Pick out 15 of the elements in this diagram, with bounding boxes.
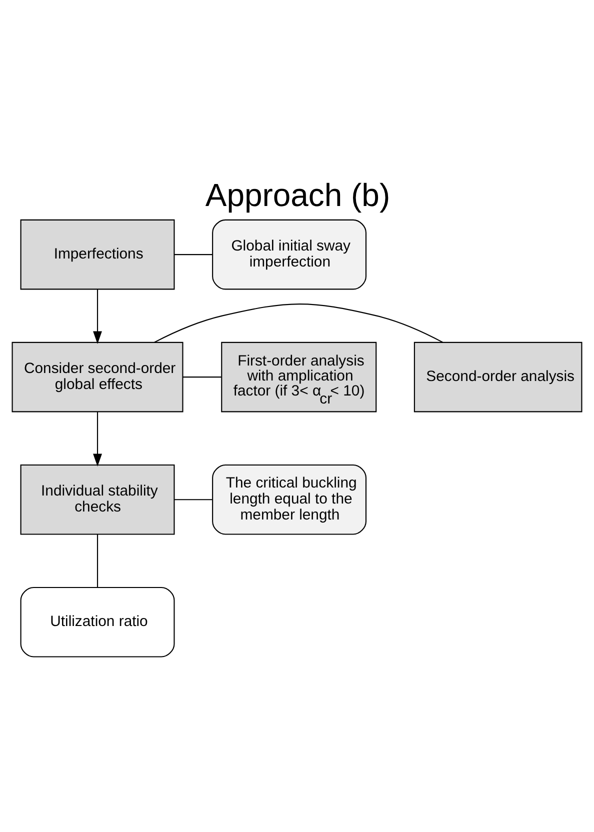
connector xyxy=(154,303,443,342)
node-box: Individual stability checks xyxy=(20,464,175,534)
arrow xyxy=(93,289,102,344)
node-box: Utilization ratio xyxy=(20,586,175,657)
node-box: Consider second-order global effects xyxy=(12,341,184,412)
connector xyxy=(174,254,212,255)
node-box: Global initial sway imperfection xyxy=(212,218,367,290)
connector xyxy=(182,376,222,378)
connector xyxy=(96,534,98,587)
node-box: The critical buckling length equal to the member length xyxy=(212,464,367,534)
node-box: Second-order analysis xyxy=(414,341,582,412)
arrow xyxy=(93,412,102,466)
connector xyxy=(174,498,212,500)
diagram-title: Approach (b) xyxy=(205,176,390,213)
node-box: Imperfections xyxy=(20,218,175,290)
